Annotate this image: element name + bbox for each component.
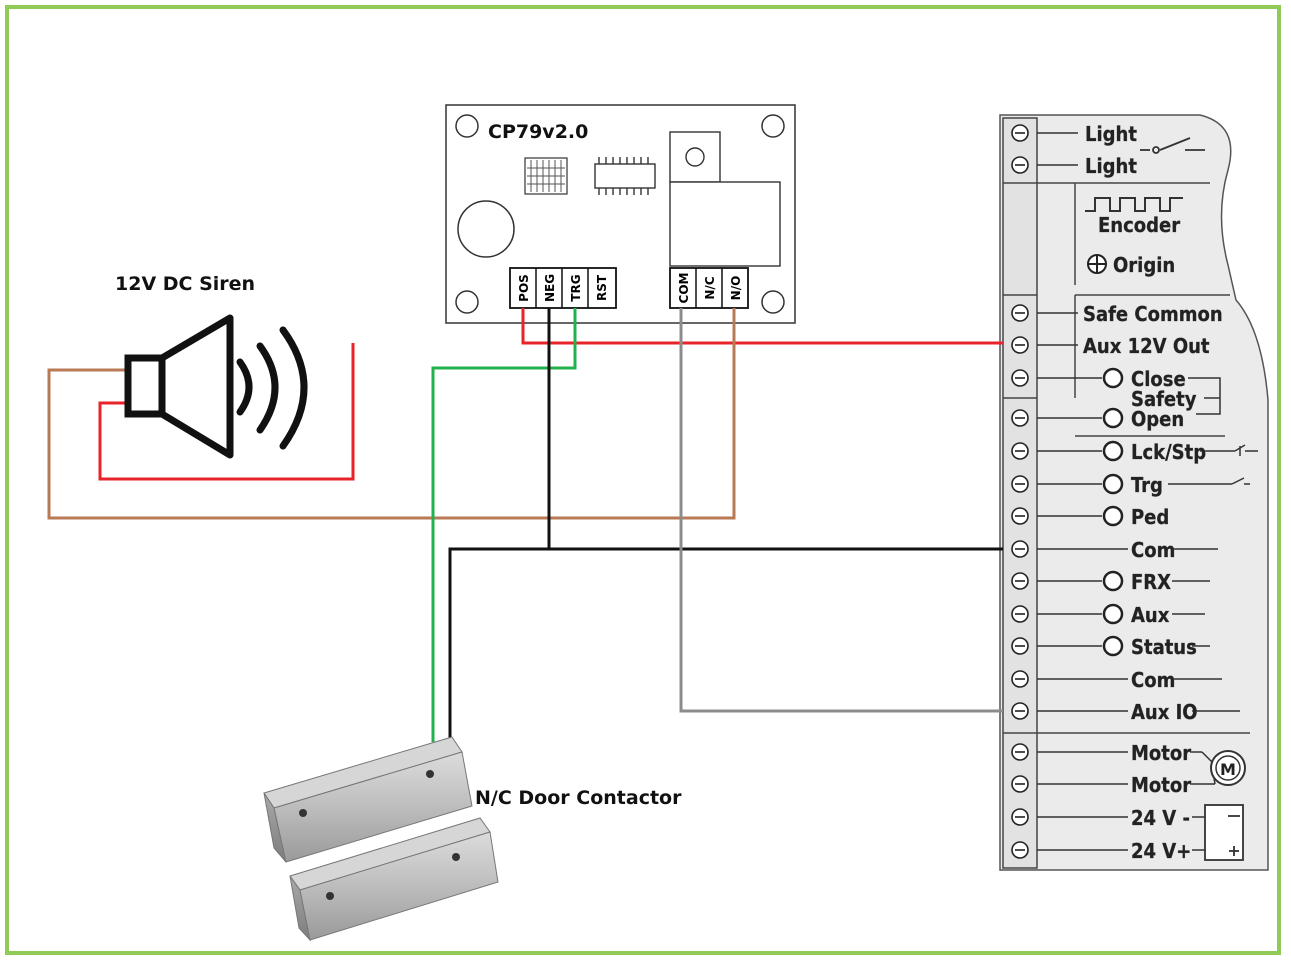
speaker-icon bbox=[124, 314, 308, 459]
door-contact-magnet bbox=[263, 736, 473, 863]
gate-controller: M Light Light Encoder Origin Safe Common… bbox=[999, 114, 1269, 871]
switch-icon bbox=[1140, 137, 1205, 154]
terminal-trg: Trg bbox=[1131, 473, 1163, 497]
battery-icon bbox=[1204, 804, 1244, 861]
terminal-com-1: Com bbox=[1131, 538, 1175, 562]
terminal-close: Close bbox=[1131, 367, 1186, 391]
terminal-safe-common: Safe Common bbox=[1083, 302, 1223, 326]
terminal-aux-io: Aux IO bbox=[1131, 700, 1198, 724]
terminal-24v-neg: 24 V - bbox=[1131, 806, 1190, 830]
door-contact-sensor bbox=[289, 817, 499, 942]
svg-text:M: M bbox=[1220, 760, 1236, 779]
terminal-lck-stp: Lck/Stp bbox=[1131, 440, 1206, 464]
terminal-safety: Safety bbox=[1131, 387, 1197, 411]
terminal-open: Open bbox=[1131, 407, 1184, 431]
terminal-screws bbox=[1011, 124, 1029, 859]
terminal-aux-12v-out: Aux 12V Out bbox=[1083, 334, 1210, 358]
pin-trg: TRG bbox=[569, 274, 583, 301]
pin-nc: N/C bbox=[703, 276, 717, 299]
pin-pos: POS bbox=[517, 274, 531, 302]
pin-neg: NEG bbox=[543, 274, 557, 302]
wire-grey-relay-com bbox=[679, 308, 1003, 713]
cp79-module: CP79v2.0 bbox=[445, 104, 796, 324]
wire-green-trigger bbox=[431, 308, 577, 742]
door-contact-label: N/C Door Contactor bbox=[475, 787, 682, 809]
terminal-status: Status bbox=[1131, 635, 1197, 659]
module-title: CP79v2.0 bbox=[488, 121, 588, 143]
origin-icon bbox=[1087, 254, 1107, 274]
terminal-encoder: Encoder bbox=[1098, 213, 1180, 237]
pin-rst: RST bbox=[595, 274, 609, 301]
terminal-24v-pos: 24 V+ bbox=[1131, 839, 1191, 863]
pin-no: N/O bbox=[729, 276, 743, 301]
terminal-ped: Ped bbox=[1131, 505, 1169, 529]
wire-red-pos bbox=[521, 308, 1003, 345]
motor-icon: M bbox=[1201, 750, 1246, 786]
terminal-com-2: Com bbox=[1131, 668, 1175, 692]
terminal-motor-2: Motor bbox=[1131, 773, 1191, 797]
terminal-motor-1: Motor bbox=[1131, 741, 1191, 765]
terminal-frx: FRX bbox=[1131, 570, 1171, 594]
siren-label: 12V DC Siren bbox=[115, 273, 255, 295]
terminal-light-2: Light bbox=[1085, 154, 1137, 178]
wire-red-siren bbox=[98, 343, 355, 481]
encoder-pulse-icon bbox=[1085, 197, 1183, 212]
terminal-aux: Aux bbox=[1131, 603, 1170, 627]
terminal-light-1: Light bbox=[1085, 122, 1137, 146]
terminal-origin: Origin bbox=[1113, 253, 1175, 277]
wire-black-com bbox=[448, 547, 1003, 738]
wire-brown-siren bbox=[47, 308, 736, 520]
pin-com: COM bbox=[677, 273, 691, 304]
